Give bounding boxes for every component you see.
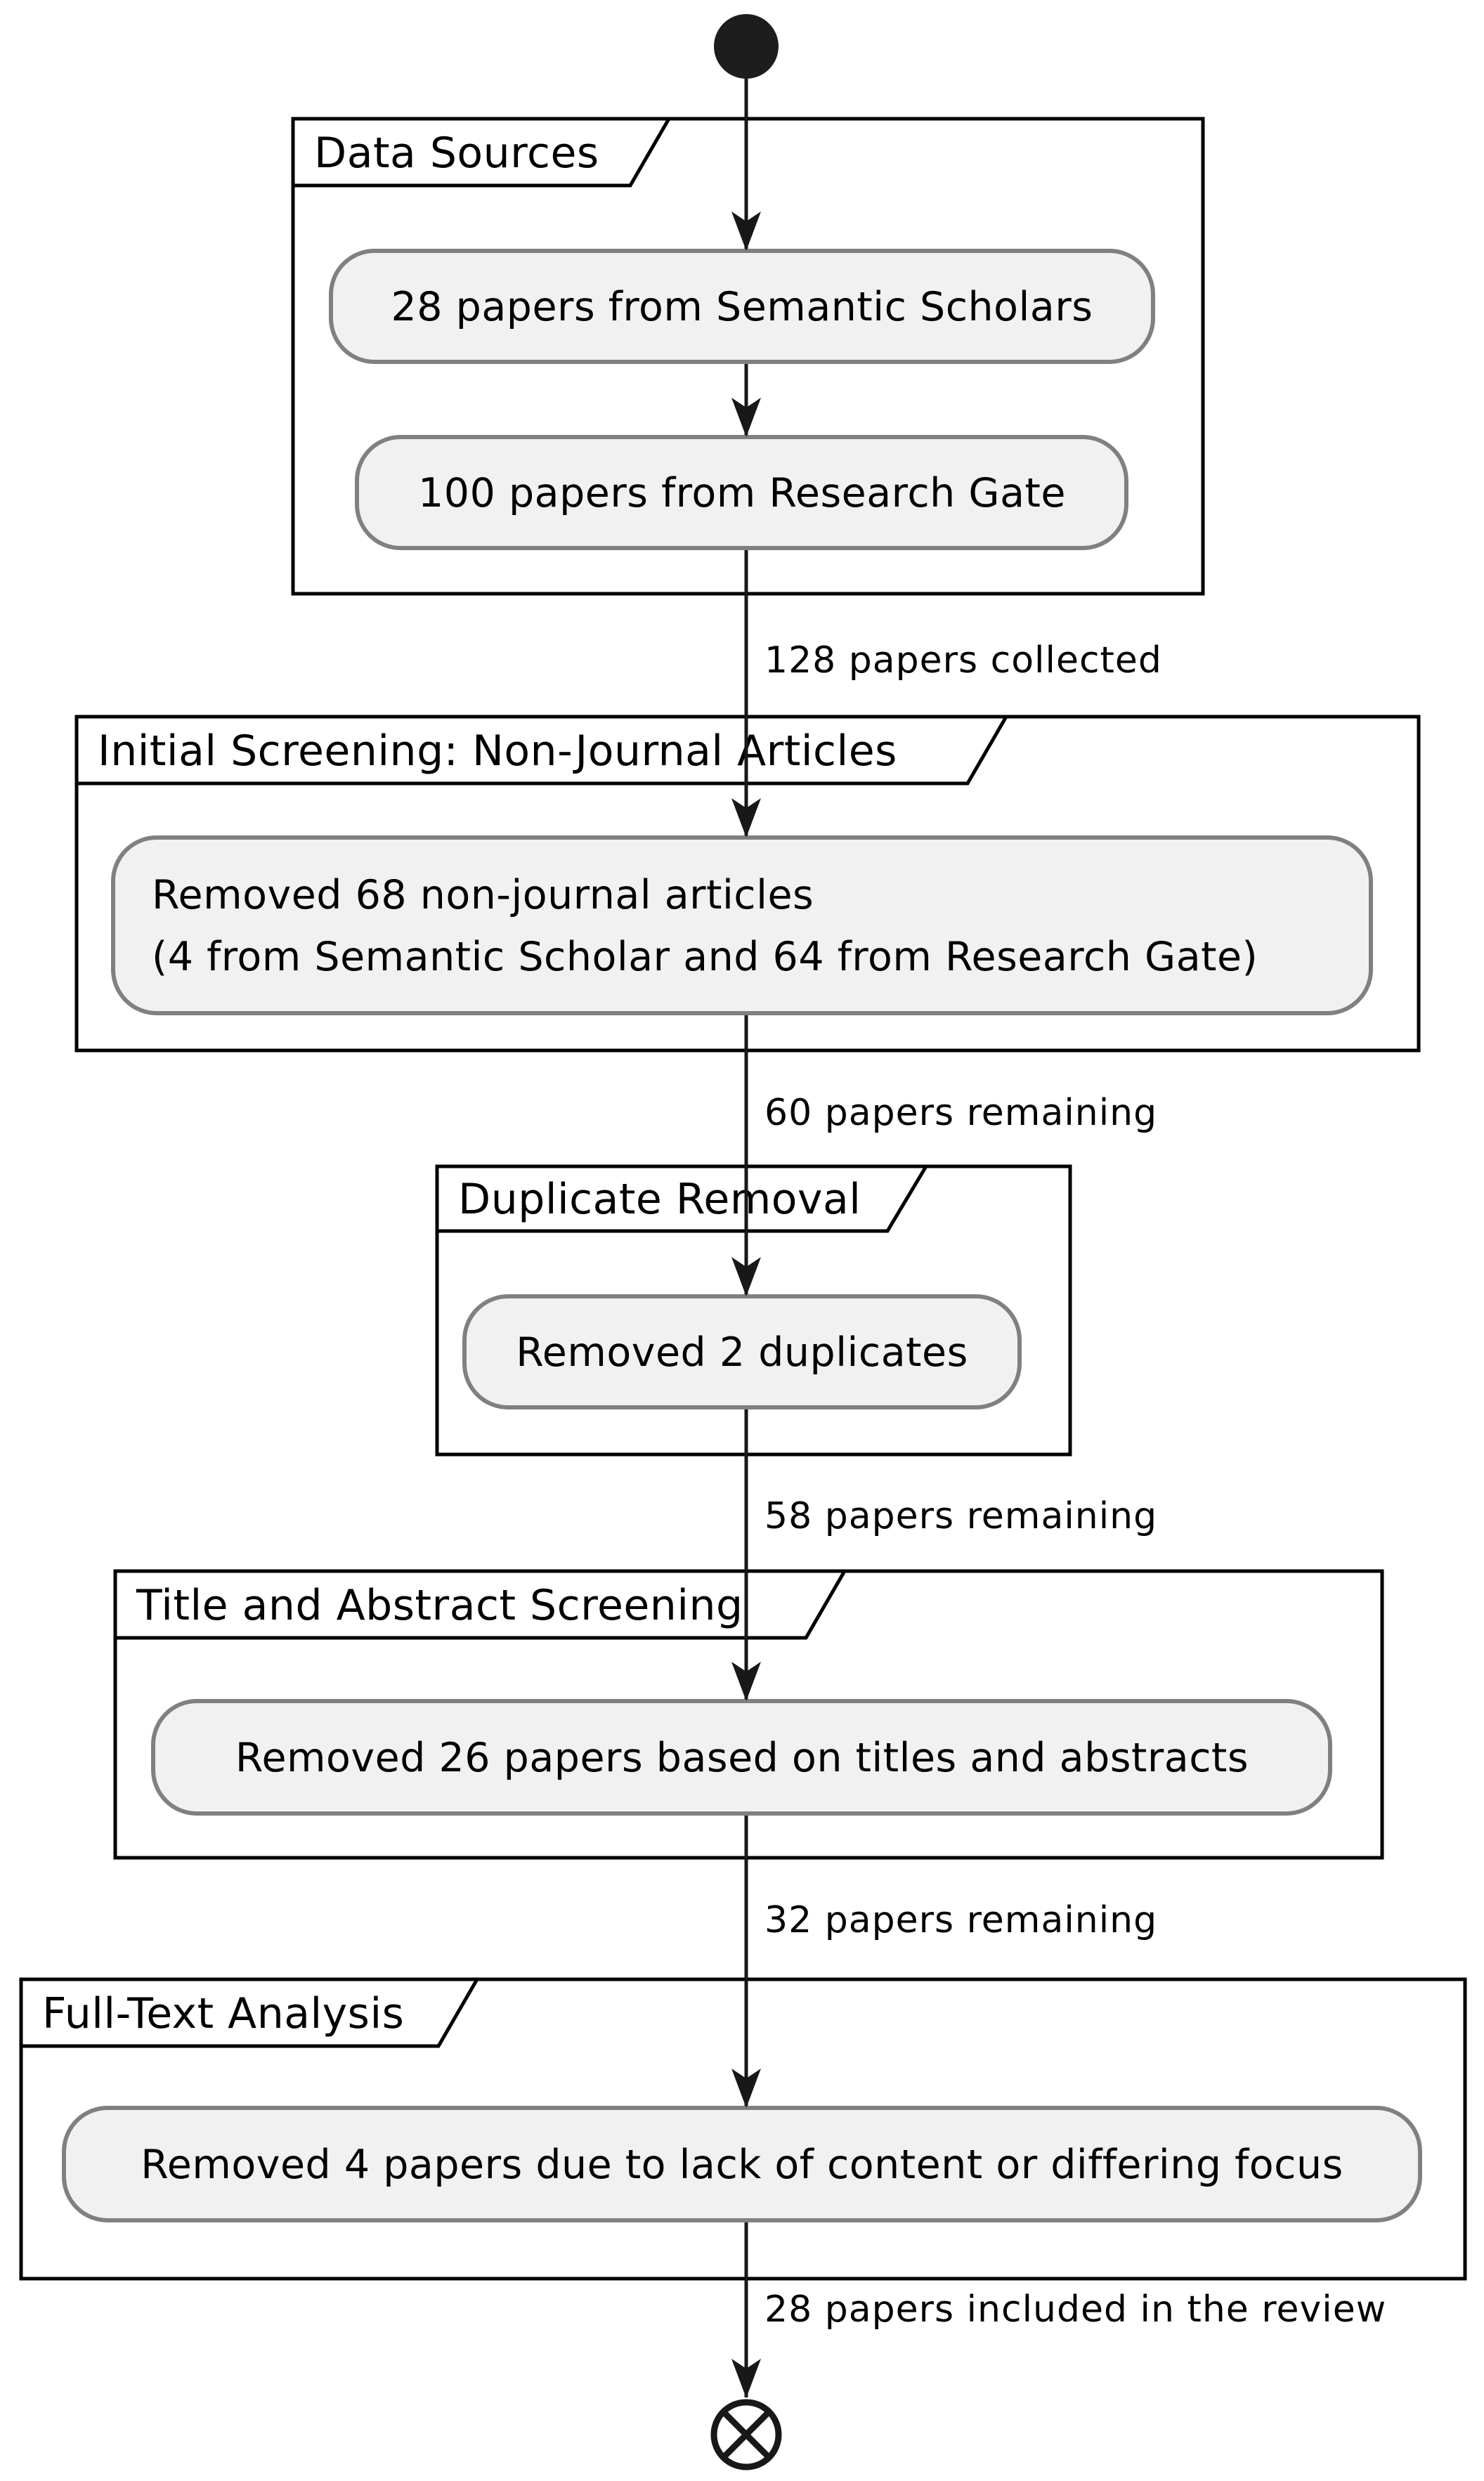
partition-title-tab bbox=[435, 1164, 930, 1233]
edge-label-collected: 128 papers collected bbox=[764, 639, 1162, 682]
arrowhead bbox=[731, 211, 761, 251]
partition-title: Data Sources bbox=[314, 129, 599, 178]
activity-box bbox=[462, 1294, 1022, 1409]
activity-semantic-scholars: 28 papers from Semantic Scholars bbox=[329, 249, 1155, 364]
edge-label-remaining-32: 32 papers remaining bbox=[764, 1899, 1157, 1941]
partition-title: Initial Screening: Non-Journal Articles bbox=[98, 727, 897, 776]
activity-label: Removed 4 papers due to lack of content … bbox=[141, 2142, 1343, 2188]
arrowhead bbox=[731, 2069, 761, 2108]
start-node bbox=[714, 14, 779, 79]
activity-box bbox=[151, 1699, 1332, 1816]
edge-label-remaining-60: 60 papers remaining bbox=[764, 1092, 1157, 1134]
activity-box bbox=[355, 435, 1128, 550]
end-node bbox=[710, 2399, 782, 2470]
activity-label-line2: (4 from Semantic Scholar and 64 from Res… bbox=[152, 934, 1258, 980]
arrowhead bbox=[731, 798, 761, 838]
arrowhead bbox=[731, 2359, 761, 2398]
activity-removed-title-abstract: Removed 26 papers based on titles and ab… bbox=[151, 1699, 1332, 1816]
arrowhead bbox=[731, 1257, 761, 1296]
arrowhead bbox=[731, 398, 761, 437]
activity-box bbox=[62, 2106, 1422, 2222]
arrowhead bbox=[731, 1662, 761, 1701]
activity-removed-duplicates: Removed 2 duplicates bbox=[462, 1294, 1022, 1409]
activity-removed-non-journal: Removed 68 non-journal articles (4 from … bbox=[111, 835, 1373, 1015]
activity-box bbox=[329, 249, 1155, 364]
end-node-x bbox=[720, 2409, 772, 2461]
partition-title: Duplicate Removal bbox=[458, 1175, 861, 1224]
activity-label-line1: Removed 68 non-journal articles bbox=[152, 872, 814, 918]
activity-label: Removed 26 papers based on titles and ab… bbox=[235, 1735, 1249, 1781]
partition-title: Title and Abstract Screening bbox=[136, 1581, 743, 1630]
activity-removed-full-text: Removed 4 papers due to lack of content … bbox=[62, 2106, 1422, 2222]
partition-title-tab bbox=[74, 715, 1010, 786]
activity-label: 100 papers from Research Gate bbox=[418, 470, 1066, 516]
activity-label: Removed 2 duplicates bbox=[516, 1329, 968, 1376]
partition-title-tab bbox=[113, 1569, 848, 1640]
partition-title-tab bbox=[19, 1977, 481, 2048]
activity-label: 28 papers from Semantic Scholars bbox=[391, 284, 1093, 330]
partition-title-tab bbox=[291, 117, 672, 188]
edge-label-remaining-58: 58 papers remaining bbox=[764, 1495, 1157, 1537]
activity-research-gate: 100 papers from Research Gate bbox=[355, 435, 1128, 550]
activity-box bbox=[111, 835, 1373, 1015]
edge-label-included: 28 papers included in the review bbox=[764, 2288, 1386, 2331]
partition-title: Full-Text Analysis bbox=[42, 1989, 404, 2038]
